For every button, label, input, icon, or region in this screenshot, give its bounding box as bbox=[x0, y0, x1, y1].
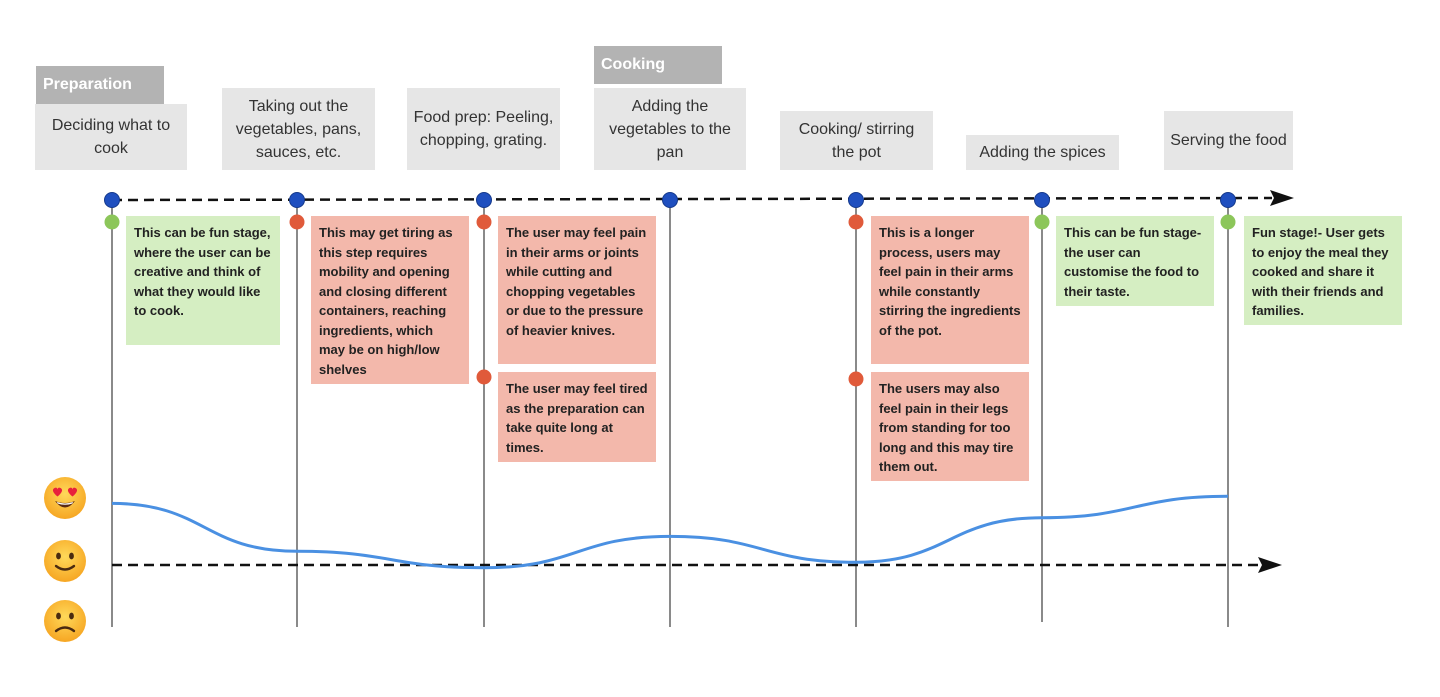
note-stirring-pain-legs: The users may also feel pain in their le… bbox=[871, 372, 1029, 481]
sentiment-dot-5 bbox=[848, 214, 864, 230]
note-taking-out-tiring: This may get tiring as this step require… bbox=[311, 216, 469, 384]
step-food-prep: Food prep: Peeling, chopping, grating. bbox=[407, 88, 560, 170]
sentiment-dot-7 bbox=[1034, 214, 1050, 230]
note-stirring-pain-arms: This is a longer process, users may feel… bbox=[871, 216, 1029, 364]
step-deciding-what-to-cook: Deciding what to cook bbox=[35, 104, 187, 170]
sentiment-dot-6 bbox=[848, 371, 864, 387]
timeline-dot-4 bbox=[662, 192, 678, 208]
heart-eyes-face-icon bbox=[43, 476, 87, 520]
timeline-dot-6 bbox=[1034, 192, 1050, 208]
sentiment-dot-1 bbox=[104, 214, 120, 230]
step-adding-spices: Adding the spices bbox=[966, 135, 1119, 170]
phase-label-preparation: Preparation bbox=[36, 66, 164, 104]
slightly-smiling-face-icon bbox=[43, 539, 87, 583]
neutral-emotion-axis bbox=[112, 557, 1282, 573]
note-deciding-fun-stage: This can be fun stage, where the user ca… bbox=[126, 216, 280, 345]
sentiment-dot-8 bbox=[1220, 214, 1236, 230]
slightly-frowning-face-icon bbox=[43, 599, 87, 643]
emotion-curve bbox=[111, 494, 1229, 570]
step-cooking-stirring: Cooking/ stirring the pot bbox=[780, 111, 933, 170]
timeline-arrow-line bbox=[111, 196, 1273, 202]
neutral-axis-arrowhead bbox=[1258, 557, 1282, 573]
note-food-prep-pain: The user may feel pain in their arms or … bbox=[498, 216, 656, 364]
phase-label-cooking: Cooking bbox=[594, 46, 722, 84]
timeline-dot-2 bbox=[289, 192, 305, 208]
note-serving-fun-stage: Fun stage!- User gets to enjoy the meal … bbox=[1244, 216, 1402, 325]
sentiment-dot-4 bbox=[476, 369, 492, 385]
stage-lines bbox=[111, 200, 1229, 627]
note-food-prep-tired: The user may feel tired as the preparati… bbox=[498, 372, 656, 462]
sentiment-dot-2 bbox=[289, 214, 305, 230]
timeline-dot-3 bbox=[476, 192, 492, 208]
step-adding-vegetables: Adding the vegetables to the pan bbox=[594, 88, 746, 170]
step-taking-out-items: Taking out the vegetables, pans, sauces,… bbox=[222, 88, 375, 170]
timeline-dot-7 bbox=[1220, 192, 1236, 208]
timeline-dot-5 bbox=[848, 192, 864, 208]
sentiment-dot-3 bbox=[476, 214, 492, 230]
timeline-arrowhead bbox=[1270, 190, 1294, 206]
timeline-dot-1 bbox=[104, 192, 120, 208]
note-spices-fun-stage: This can be fun stage- the user can cust… bbox=[1056, 216, 1214, 306]
stage-dots bbox=[104, 192, 1236, 387]
timeline bbox=[111, 190, 1294, 206]
step-serving-food: Serving the food bbox=[1164, 111, 1293, 170]
